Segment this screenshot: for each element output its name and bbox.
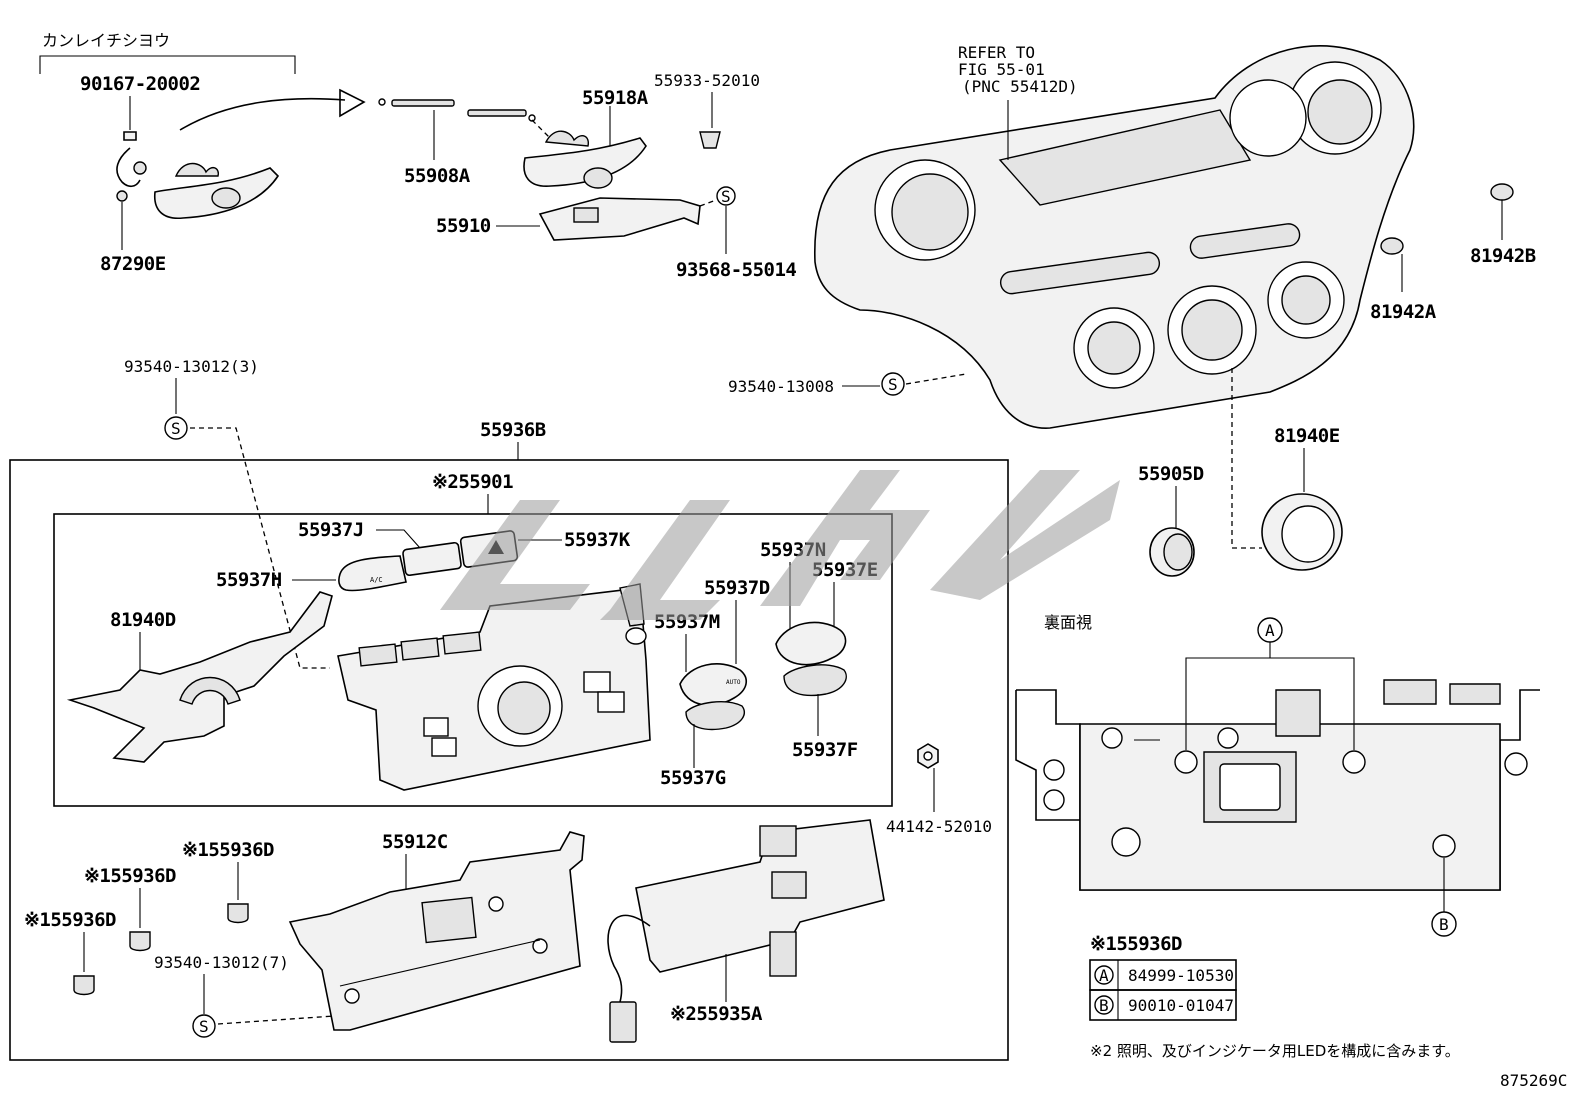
label-55937D: 55937D [704,577,770,599]
label-55937H: 55937H [216,569,282,591]
label-55901: ※255901 [432,471,513,493]
led-55936D-2: ※155936D [84,865,177,952]
label-90167-20002: 90167-20002 [80,73,200,95]
part-55918A: 55918A [523,87,649,189]
label-93540-13012-7: 93540-13012(7) [154,953,289,972]
label-55935A: ※255935A [670,1003,763,1025]
part-81942B: 81942B [1470,183,1536,267]
center-cluster-panel: REFER TO FIG 55-01 (PNC 55412D) [814,43,1415,429]
label-55936D-3: ※155936D [24,909,116,931]
rear-view: 裏面視 A B [1015,613,1540,937]
button-55937H: 55937H A/C [216,555,407,592]
legend-key-a: A [1099,966,1109,985]
label-93540-13012-3: 93540-13012(3) [124,357,259,376]
refer-line-1: REFER TO [958,43,1035,62]
label-44142-52010: 44142-52010 [886,817,992,836]
control-panel-housing [337,583,651,791]
screw-mark-s2: S [888,375,898,394]
led-55936D-1: ※155936D [182,839,275,924]
part-87290E: 87290E [100,147,166,275]
label-81940E: 81940E [1274,425,1340,447]
label-81942A: 81942A [1370,301,1437,323]
label-55936B: 55936B [480,419,546,441]
refer-line-3: (PNC 55412D) [962,77,1078,96]
legend-value-a: 84999-10530 [1128,966,1234,985]
label-55936D-2: ※155936D [84,865,176,887]
label-55937F: 55937F [792,739,858,761]
cold-area-label: カンレイチシヨウ [42,31,170,50]
screw-mark-s4: S [199,1017,209,1036]
marker-a: A [1265,621,1275,640]
label-81942B: 81942B [1470,245,1536,267]
marker-b: B [1439,915,1449,934]
ac-button-text: A/C [370,576,383,584]
label-55937G: 55937G [660,767,726,789]
footnote: ※2 照明、及びインジケータ用LEDを構成に含みます。 [1090,1042,1460,1060]
screw-mark-s1: S [721,187,731,206]
led-55936D-3: ※155936D [24,909,117,996]
label-55918A: 55918A [582,87,649,109]
label-55905D: 55905D [1138,463,1204,485]
label-55912C: 55912C [382,831,448,853]
part-81940E: 81940E [1231,368,1343,571]
label-93540-13008: 93540-13008 [728,377,834,396]
part-90167-20002: 90167-20002 [80,73,201,141]
part-93540-13012-7: 93540-13012(7) S [154,953,335,1038]
refer-line-2: FIG 55-01 [958,60,1045,79]
watermark [440,470,1120,620]
legend-value-b: 90010-01047 [1128,996,1234,1015]
label-93568-55014: 93568-55014 [676,259,796,281]
label-55910: 55910 [436,215,491,237]
part-44142-52010: 44142-52010 [886,743,992,836]
part-55936B-box: 93540-13012(3) S 55936B ※255901 [9,357,1009,1061]
legend-title: ※155936D [1090,933,1182,955]
part-81942A: 81942A [1370,237,1437,323]
arrow [179,97,346,131]
part-81940D: 81940D [66,591,333,763]
part-55910: 55910 S 93568-55014 [436,186,797,281]
led-legend: ※155936D A 84999-10530 B 90010-01047 [1089,933,1237,1021]
figure-id: 875269C [1500,1071,1567,1090]
button-55937J: 55937J [298,519,462,577]
cold-area-group: カンレイチシヨウ [39,31,296,74]
label-81940D: 81940D [110,609,176,631]
part-55905D: 55905D [1138,463,1204,577]
part-55935A: ※255935A [607,819,885,1043]
label-55937K: 55937K [564,529,631,551]
part-55908A: 55908A [378,98,536,187]
part-55912C: 55912C [288,831,585,1031]
label-87290E: 87290E [100,253,166,275]
label-55908A: 55908A [404,165,471,187]
screw-mark-s3: S [171,419,181,438]
part-55933-52010: 55933-52010 [654,71,760,149]
rear-view-label: 裏面視 [1044,613,1092,632]
label-55937J: 55937J [298,519,364,541]
label-55936D-1: ※155936D [182,839,274,861]
auto-button-text: AUTO [726,679,741,686]
label-55933-52010: 55933-52010 [654,71,760,90]
part-93540-13008: 93540-13008 S [728,372,967,396]
legend-key-b: B [1099,996,1109,1015]
